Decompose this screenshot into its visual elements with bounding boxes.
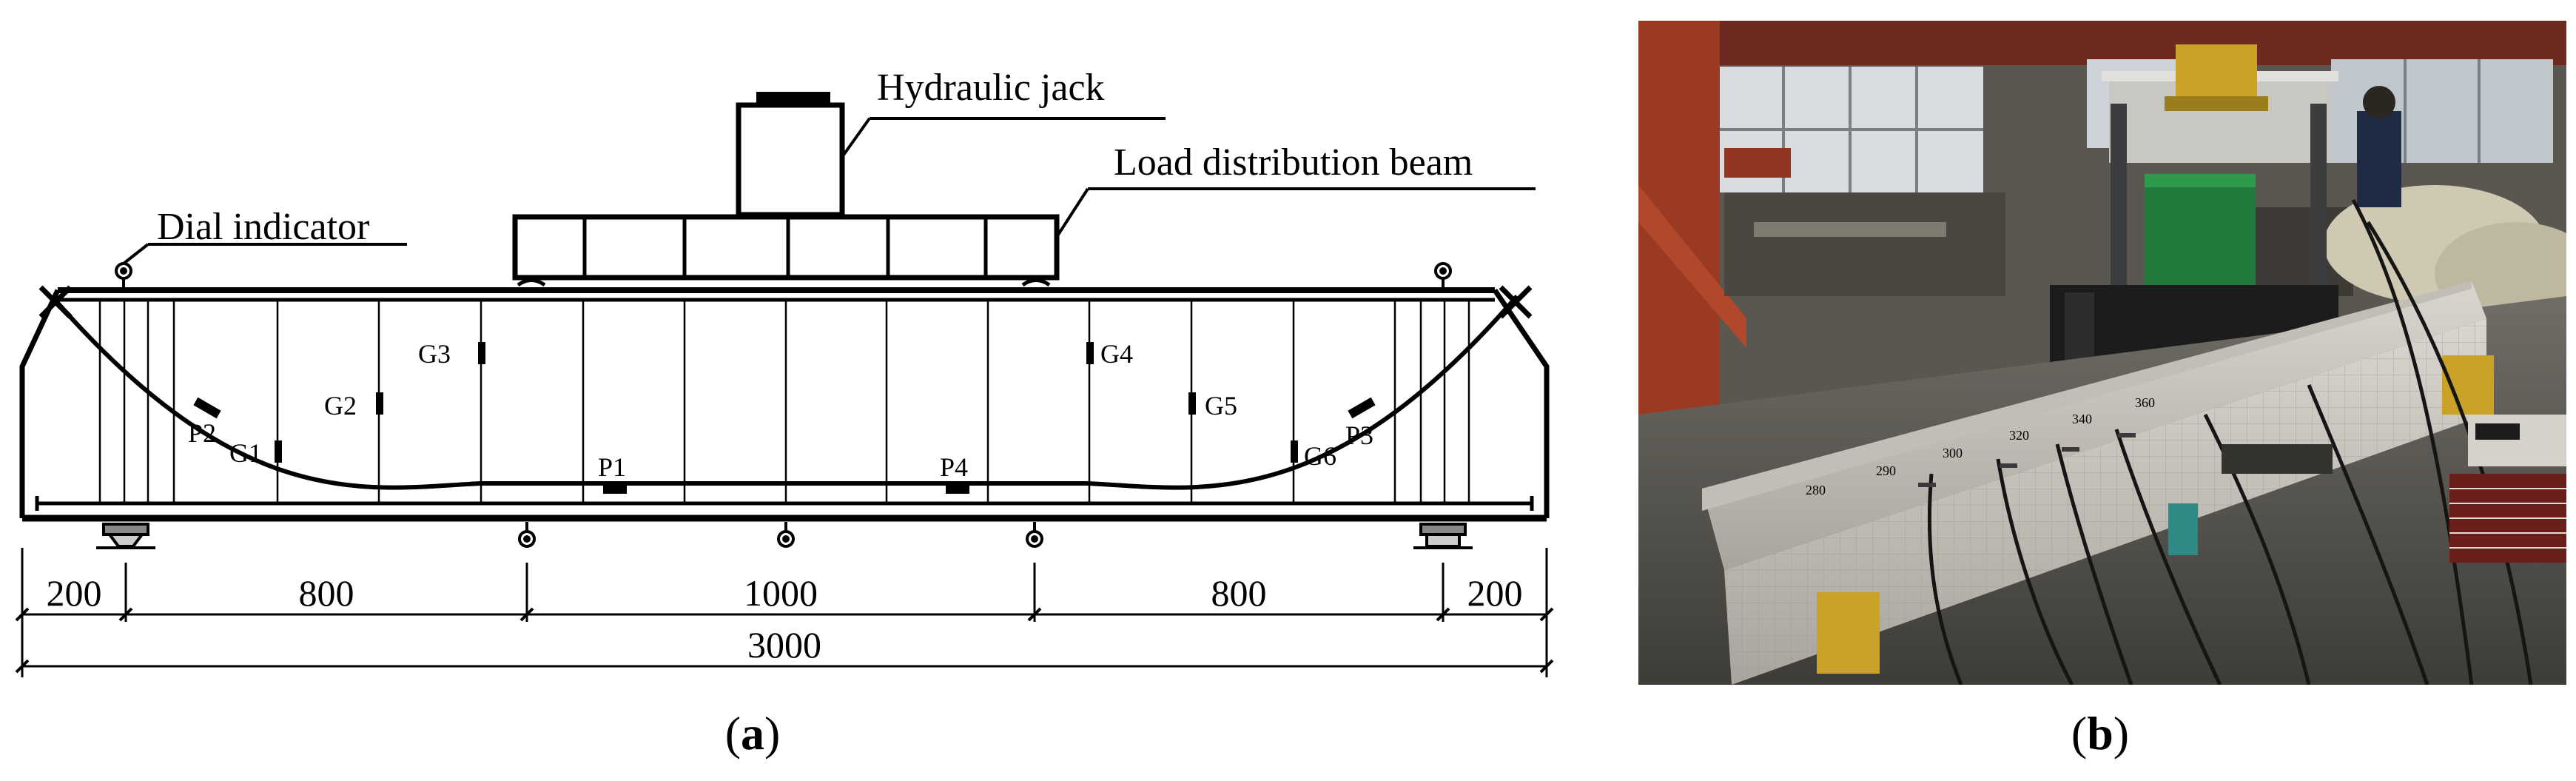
leader-dial-indicator — [122, 243, 149, 265]
beam-mark-2: 290 — [1876, 463, 1896, 478]
label-p1: P1 — [598, 452, 626, 482]
support-left-icon — [96, 523, 155, 549]
test-beam — [19, 285, 1550, 522]
anchor-right — [1499, 285, 1533, 319]
setup-labels: Hydraulic jack Load distribution beam Di… — [47, 67, 1523, 666]
dial-indicator-left-icon — [115, 262, 132, 290]
leader-load-distribution-beam — [1055, 187, 1089, 238]
label-g5: G5 — [1205, 391, 1237, 420]
dial-indicator-bottom-1-icon — [518, 522, 536, 548]
prestress-gauges — [193, 397, 1376, 494]
dial-indicator-bottom-2-icon — [777, 522, 795, 548]
gauge-p2-mark — [193, 397, 221, 419]
anchor-left — [38, 285, 73, 319]
dimension-lines — [15, 548, 1554, 677]
beam-mark-3: 300 — [1943, 446, 1963, 460]
dim-1000: 1000 — [744, 572, 818, 614]
beam-mark-6: 360 — [2135, 395, 2155, 410]
label-g6: G6 — [1304, 441, 1336, 471]
gauge-g3-mark — [478, 342, 485, 364]
test-photo: 280 290 300 320 340 360 — [1638, 21, 2566, 685]
setup-drawing — [15, 92, 1554, 677]
gauge-g2-mark — [376, 392, 383, 415]
gauge-g4-mark — [1086, 342, 1094, 364]
label-hydraulic-jack: Hydraulic jack — [877, 67, 1105, 109]
load-distribution-beam — [512, 214, 1060, 287]
photo-beam-markings: 280 290 300 320 340 360 — [1806, 395, 2155, 497]
leader-hydraulic-jack — [841, 117, 871, 158]
support-right-icon — [1413, 523, 1473, 549]
dim-800-left: 800 — [299, 572, 354, 614]
label-g4: G4 — [1100, 339, 1133, 369]
gauge-p1-mark — [603, 486, 627, 494]
gauge-g1-mark — [275, 440, 282, 463]
label-dial-indicator: Dial indicator — [157, 206, 369, 248]
label-p3: P3 — [1345, 420, 1373, 450]
strain-gauges — [275, 342, 1298, 463]
label-p4: P4 — [940, 452, 968, 482]
gauge-p4-mark — [946, 486, 969, 494]
label-g3: G3 — [418, 339, 451, 369]
dim-3000-total: 3000 — [747, 624, 821, 666]
gauge-g5-mark — [1188, 392, 1196, 415]
label-p2: P2 — [188, 418, 216, 448]
prestressing-tendon — [50, 295, 1519, 490]
dial-indicator-bottom-3-icon — [1026, 522, 1043, 548]
beam-mark-1: 280 — [1806, 483, 1826, 497]
hydraulic-jack — [736, 92, 845, 218]
gauge-p3-mark — [1348, 397, 1376, 419]
dim-200-right: 200 — [1467, 572, 1523, 614]
caption-a: (a) — [725, 707, 781, 760]
dim-800-right: 800 — [1211, 572, 1267, 614]
caption-b: (b) — [2071, 707, 2129, 760]
label-g2: G2 — [324, 391, 357, 420]
gauge-g6-mark — [1291, 440, 1298, 463]
stirrups — [98, 300, 1470, 503]
label-g1: G1 — [229, 438, 262, 468]
beam-mark-5: 340 — [2072, 412, 2092, 426]
beam-mark-4: 320 — [2009, 428, 2029, 443]
label-load-distribution-beam: Load distribution beam — [1114, 141, 1473, 184]
dial-indicator-right-icon — [1434, 262, 1452, 290]
dim-200-left: 200 — [47, 572, 102, 614]
